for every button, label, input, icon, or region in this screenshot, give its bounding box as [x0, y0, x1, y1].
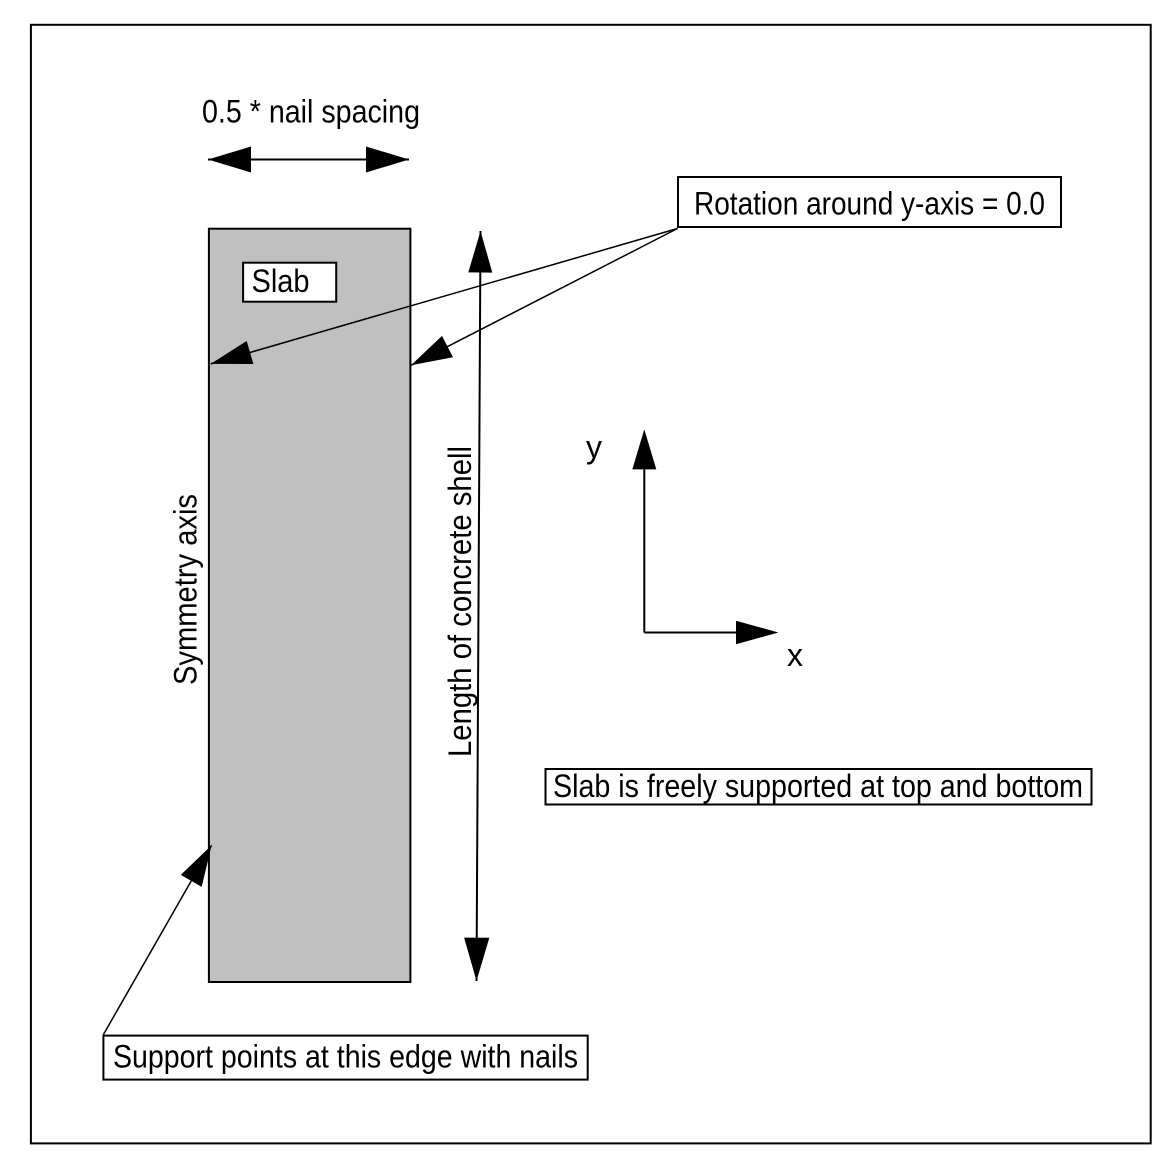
- svg-text:Symmetry axis: Symmetry axis: [168, 494, 204, 685]
- svg-text:y: y: [586, 429, 602, 465]
- svg-text:x: x: [787, 637, 803, 673]
- svg-text:Slab: Slab: [252, 263, 310, 299]
- svg-text:Support points at this edge wi: Support points at this edge with nails: [113, 1039, 578, 1075]
- svg-text:0.5 * nail spacing: 0.5 * nail spacing: [202, 93, 420, 129]
- svg-text:Rotation around y-axis = 0.0: Rotation around y-axis = 0.0: [694, 186, 1045, 222]
- svg-text:Length of concrete shell: Length of concrete shell: [442, 446, 478, 757]
- svg-text:Slab is freely supported at to: Slab is freely supported at top and bott…: [553, 768, 1083, 804]
